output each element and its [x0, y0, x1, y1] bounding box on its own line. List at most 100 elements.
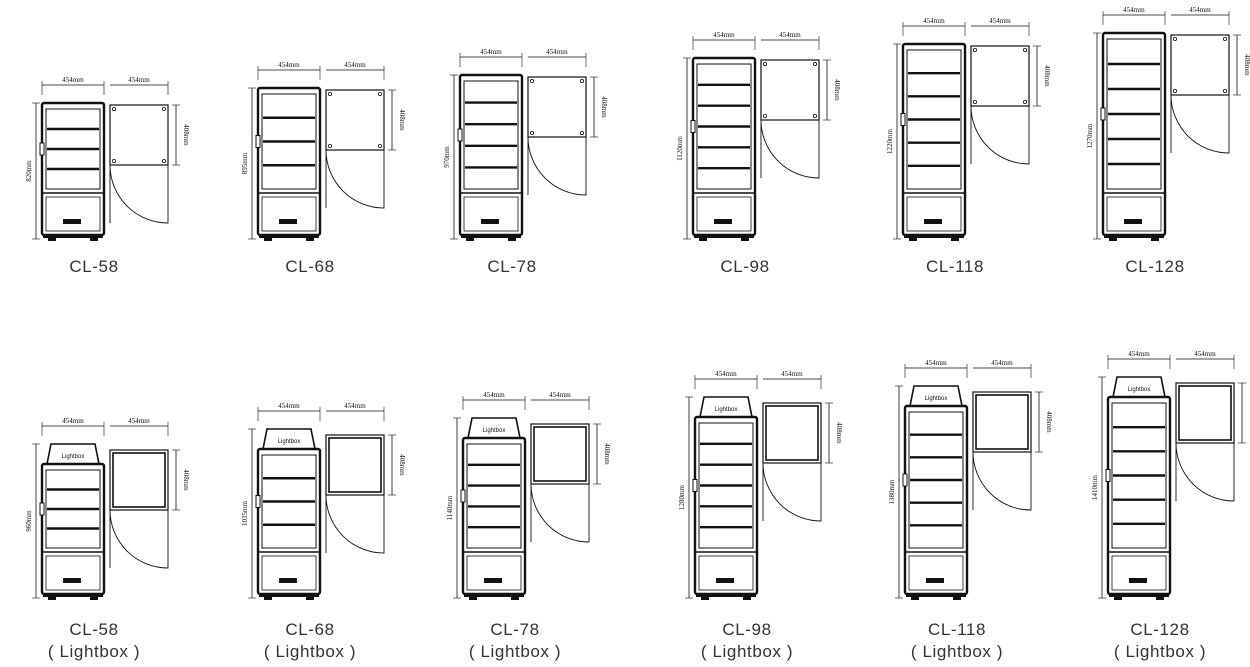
cabinet-body [458, 73, 524, 237]
foot [90, 597, 98, 600]
plan-top-view [109, 449, 169, 511]
width-label: 454mm [1128, 350, 1150, 358]
plan-width-label: 454mm [344, 61, 366, 69]
plan-width-label: 454mm [344, 402, 366, 410]
glass-door [908, 411, 964, 549]
door-swing-arc [762, 462, 822, 522]
lightbox-label: Lightbox [1128, 387, 1151, 393]
plan-width-label: 454mm [549, 391, 571, 399]
plinth [43, 234, 103, 238]
width-label: 454mm [483, 391, 505, 399]
depth-label: 408mm [398, 109, 406, 131]
control-panel [63, 219, 81, 224]
height-label: 1410mm [1091, 475, 1099, 500]
foot [699, 238, 707, 241]
plan-frame [112, 452, 166, 508]
mount-hole [580, 79, 585, 84]
plinth [464, 593, 524, 597]
lightbox-label: Lightbox [715, 407, 738, 413]
plinth [906, 593, 966, 597]
foot [951, 238, 959, 241]
control-panel [279, 219, 297, 224]
foot [469, 597, 477, 600]
plan-top-view [527, 76, 587, 138]
depth-label: 408mm [1248, 402, 1250, 424]
door-handle [690, 120, 696, 133]
mount-hole [161, 158, 166, 163]
door-handle [692, 479, 698, 492]
plan-top-view [325, 89, 385, 151]
plan-top-view [972, 391, 1032, 453]
mount-hole [763, 114, 768, 119]
plan-top-view [325, 434, 385, 496]
foot [743, 597, 751, 600]
depth-label: 408mm [1043, 65, 1051, 87]
base-panel [261, 555, 317, 591]
width-label: 454mm [713, 31, 735, 39]
foot [1156, 597, 1164, 600]
glass-door [906, 49, 962, 190]
lightbox-unit: 454mm 1410mm Lightbox 454mm 408mm [1091, 350, 1250, 600]
door-handle [457, 128, 463, 142]
height-label: 1220mm [886, 129, 894, 154]
door-swing-arc [325, 494, 385, 554]
mount-hole [112, 107, 117, 112]
plinth [259, 234, 319, 238]
lightbox-label: Lightbox [925, 396, 948, 402]
control-panel [279, 578, 297, 583]
glass-door [45, 108, 101, 190]
plan-width-label: 454mm [1194, 350, 1216, 358]
door-handle [900, 113, 906, 126]
mount-hole [1223, 37, 1228, 42]
mount-hole [1223, 89, 1228, 94]
lightbox-label: Lightbox [278, 439, 301, 445]
plan-frame [975, 394, 1029, 450]
base-panel [906, 196, 962, 232]
mount-hole [112, 158, 117, 163]
plan-width-label: 454mm [1189, 6, 1211, 14]
foot [48, 597, 56, 600]
plan-top-view [530, 423, 590, 485]
control-panel [714, 219, 732, 224]
glass-door [1106, 38, 1162, 190]
foot [306, 238, 314, 241]
foot [911, 597, 919, 600]
plinth [259, 593, 319, 597]
plinth [694, 234, 754, 238]
plan-top-view [109, 104, 169, 166]
depth-label: 408mm [833, 79, 841, 101]
foot [1151, 238, 1159, 241]
plinth [1109, 593, 1169, 597]
door-handle [39, 142, 45, 156]
door-swing-arc [760, 119, 820, 179]
glass-door [466, 443, 522, 549]
model-label: CL-58 [69, 257, 118, 276]
glass-door [1111, 402, 1167, 549]
plan-frame [533, 426, 587, 482]
plan-top-view [1175, 382, 1235, 444]
height-label: 960mm [25, 510, 33, 532]
plan-frame [1178, 385, 1232, 441]
foot [701, 597, 709, 600]
model-label: CL-58 [69, 620, 118, 639]
glass-door [261, 454, 317, 549]
base-panel [466, 555, 522, 591]
base-panel [463, 196, 519, 232]
control-panel [926, 578, 944, 583]
width-label: 454mm [480, 48, 502, 56]
foot [1109, 238, 1117, 241]
height-label: 1270mm [1086, 123, 1094, 148]
base-panel [908, 555, 964, 591]
control-panel [484, 578, 502, 583]
plan-frame [765, 405, 819, 461]
width-label: 454mm [923, 17, 945, 25]
foot [48, 238, 56, 241]
